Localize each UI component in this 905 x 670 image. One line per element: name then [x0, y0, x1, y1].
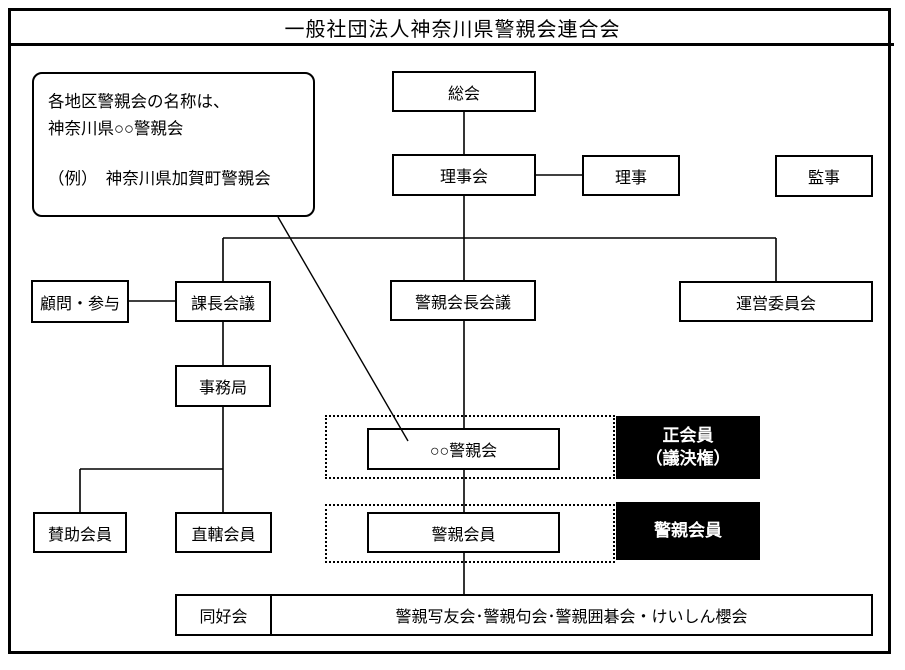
node-section-chief-meeting: 課長会議 — [175, 281, 271, 322]
full-member-dotted-group — [325, 415, 615, 479]
title-bar: 一般社団法人神奈川県警親会連合会 — [11, 11, 894, 46]
node-direct-member: 直轄会員 — [175, 512, 272, 553]
node-advisors: 顧問・参与 — [31, 280, 129, 323]
node-hobby-clubs: 同好会 — [175, 594, 272, 636]
badge-full-member-line-2: （議決権） — [645, 448, 731, 468]
node-supporting-member: 賛助会員 — [33, 512, 127, 553]
node-keishin-member: 警親会員 — [367, 512, 560, 553]
node-steering-committee: 運営委員会 — [679, 281, 873, 322]
node-secretariat: 事務局 — [175, 365, 271, 407]
node-district-keishinkai: ○○警親会 — [367, 428, 560, 470]
node-general-meeting: 総会 — [392, 71, 536, 112]
node-hobby-clubs-list: 警親写友会･警親句会･警親囲碁会・けいしん櫻会 — [270, 594, 873, 636]
keishin-member-dotted-group — [325, 504, 615, 563]
badge-keishin-member: 警親会員 — [616, 502, 760, 560]
node-board-of-directors: 理事会 — [392, 154, 536, 196]
node-chairmen-meeting: 警親会長会議 — [390, 280, 536, 321]
callout-line-3: （例） 神奈川県加賀町警親会 — [48, 170, 271, 188]
badge-full-member: 正会員 （議決権） — [616, 416, 760, 479]
callout-spacer — [48, 143, 301, 166]
node-directors: 理事 — [582, 155, 680, 196]
naming-callout-note: 各地区警親会の名称は、 神奈川県○○警親会 （例） 神奈川県加賀町警親会 — [32, 72, 315, 217]
badge-full-member-line-1: 正会員 — [662, 425, 714, 445]
page-title: 一般社団法人神奈川県警親会連合会 — [284, 18, 621, 41]
callout-line-2: 神奈川県○○警親会 — [48, 120, 184, 138]
node-auditors: 監事 — [775, 155, 873, 197]
callout-line-1: 各地区警親会の名称は、 — [48, 93, 230, 111]
